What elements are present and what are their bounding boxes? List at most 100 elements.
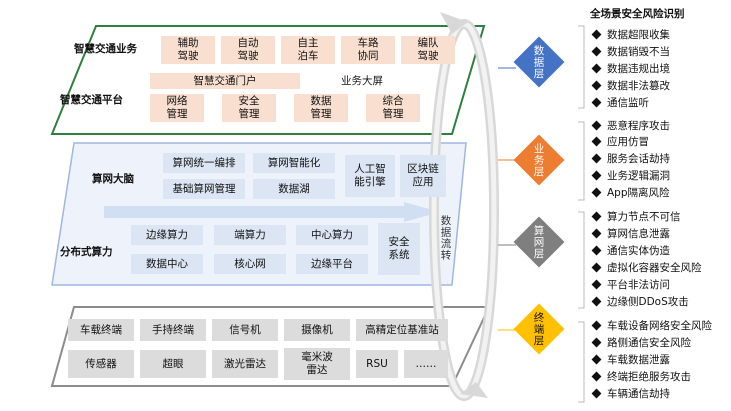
risk-item: 恶意程序攻击: [591, 118, 670, 133]
risk-text: App隔离风险: [607, 187, 670, 199]
service-platoon: 编队 驾驶: [401, 36, 455, 64]
risk-text: 数据超限收集: [607, 29, 670, 41]
risk-text: 通信监听: [607, 97, 649, 109]
bullet-diamond-icon: [591, 46, 602, 57]
terminal-lidar: 激光雷达: [212, 350, 278, 378]
bullet-diamond-icon: [591, 120, 602, 131]
risk-text: 车辆通信劫持: [607, 388, 670, 400]
data-flow-arrowhead-top: [440, 12, 468, 34]
terminal-vehicle: 车载终端: [68, 319, 134, 341]
dist-edge-compute: 边缘算力: [131, 225, 203, 245]
risk-text: 车载数据泄露: [607, 354, 670, 366]
bullet-diamond-icon: [591, 354, 602, 365]
terminal-hd-station: 高精定位基准站: [356, 319, 448, 341]
risk-text: 终端拒绝服务攻击: [607, 371, 691, 383]
risk-item: 车载设备网络安全风险: [591, 318, 712, 333]
bullet-diamond-icon: [591, 97, 602, 108]
terminal-rsu: RSU: [356, 350, 398, 378]
risk-text: 虚拟化容器安全风险: [607, 262, 702, 274]
risk-item: 终端拒绝服务攻击: [591, 369, 691, 384]
brain-intelligence: 算网智能化: [253, 153, 335, 173]
risk-item: 通信监听: [591, 95, 649, 110]
risk-text: 业务逻辑漏洞: [607, 170, 670, 182]
risk-item: 算网信息泄露: [591, 226, 670, 241]
bullet-diamond-icon: [591, 187, 602, 198]
dist-end-compute: 端算力: [214, 225, 286, 245]
risk-item: 虚拟化容器安全风险: [591, 260, 702, 275]
risk-text: 通信实体伪造: [607, 245, 670, 257]
service-vehicle-road: 车路 协同: [341, 36, 395, 64]
brain-ai-engine: 人工智 能引擎: [345, 155, 395, 197]
compute-layer-diamond: [513, 216, 565, 268]
risk-item: 车载数据泄露: [591, 352, 670, 367]
dist-security-system: 安全 系统: [378, 223, 420, 275]
risk-item: 车辆通信劫持: [591, 386, 670, 401]
brain-label: 算网大脑: [92, 173, 134, 185]
data-flow-label: 数据流转: [439, 215, 452, 261]
risk-text: 路侧通信安全风险: [607, 337, 691, 349]
bullet-diamond-icon: [591, 296, 602, 307]
terminal-mmwave: 毫米波 雷达: [284, 348, 350, 380]
bullet-diamond-icon: [591, 153, 602, 164]
bullet-diamond-icon: [591, 320, 602, 331]
bullet-diamond-icon: [591, 63, 602, 74]
terminal-signal: 信号机: [212, 319, 278, 341]
risk-item: 业务逻辑漏洞: [591, 168, 670, 183]
risk-item: App隔离风险: [591, 185, 670, 200]
bullet-diamond-icon: [591, 211, 602, 222]
bullet-diamond-icon: [591, 29, 602, 40]
risk-item: 算力节点不可信: [591, 209, 681, 224]
risk-item: 数据销毁不当: [591, 44, 670, 59]
business-label: 智慧交通业务: [74, 43, 137, 55]
risk-text: 服务会话劫持: [607, 153, 670, 165]
risk-text: 平台非法访问: [607, 279, 670, 291]
bullet-diamond-icon: [591, 80, 602, 91]
risk-text: 恶意程序攻击: [607, 120, 670, 132]
risk-text: 算网信息泄露: [607, 228, 670, 240]
terminal-sensor: 传感器: [68, 350, 134, 378]
terminal-layer-label: 终端层: [532, 311, 545, 347]
brain-blockchain: 区块链 应用: [400, 155, 446, 197]
platform-label: 智慧交通平台: [60, 94, 123, 106]
risk-item: 数据违规出境: [591, 61, 670, 76]
bullet-diamond-icon: [591, 170, 602, 181]
dist-center-compute: 中心算力: [296, 225, 368, 245]
risk-item: 路侧通信安全风险: [591, 335, 691, 350]
brain-orchestration: 算网统一编排: [163, 153, 245, 173]
terminal-more: ……: [404, 350, 448, 378]
risk-item: 边缘侧DDoS攻击: [591, 294, 689, 309]
brain-data-lake: 数据湖: [253, 179, 335, 199]
risk-item: 应用仿冒: [591, 134, 649, 149]
terminal-camera: 摄像机: [284, 319, 350, 341]
risk-item: 数据超限收集: [591, 27, 670, 42]
service-auto-driving: 自动 驾驶: [221, 36, 275, 64]
risk-text: 数据销毁不当: [607, 46, 670, 58]
data-layer-label: 数据层: [532, 44, 545, 80]
service-auto-parking: 自主 泊车: [281, 36, 335, 64]
dist-label: 分布式算力: [60, 246, 113, 258]
risk-item: 平台非法访问: [591, 277, 670, 292]
bullet-diamond-icon: [591, 262, 602, 273]
mgmt-data: 数据 管理: [294, 94, 348, 122]
data-flow-arrowhead-bottom: [460, 382, 488, 398]
risk-text: 算力节点不可信: [607, 211, 681, 223]
risk-text: 数据违规出境: [607, 63, 670, 75]
risk-item: 通信实体伪造: [591, 243, 670, 258]
bullet-diamond-icon: [591, 279, 602, 290]
bullet-diamond-icon: [591, 245, 602, 256]
mgmt-security: 安全 管理: [222, 94, 276, 122]
terminal-handheld: 手持终端: [140, 319, 206, 341]
portal-box: 智慧交通门户: [150, 73, 300, 89]
terminal-layer-diamond: [513, 303, 565, 355]
bullet-diamond-icon: [591, 388, 602, 399]
service-assist-driving: 辅助 驾驶: [161, 36, 215, 64]
risk-item: 服务会话劫持: [591, 151, 670, 166]
dist-edge-platform: 边缘平台: [296, 254, 368, 274]
mgmt-general: 综合 管理: [366, 94, 420, 122]
flow-arrow: [104, 202, 440, 222]
mgmt-network: 网络 管理: [150, 94, 204, 122]
business-layer-label: 业务层: [532, 142, 545, 178]
data-layer-diamond: [513, 36, 565, 88]
risk-title: 全场景安全风险识别: [590, 8, 685, 20]
risk-text: 边缘侧DDoS攻击: [607, 296, 689, 308]
